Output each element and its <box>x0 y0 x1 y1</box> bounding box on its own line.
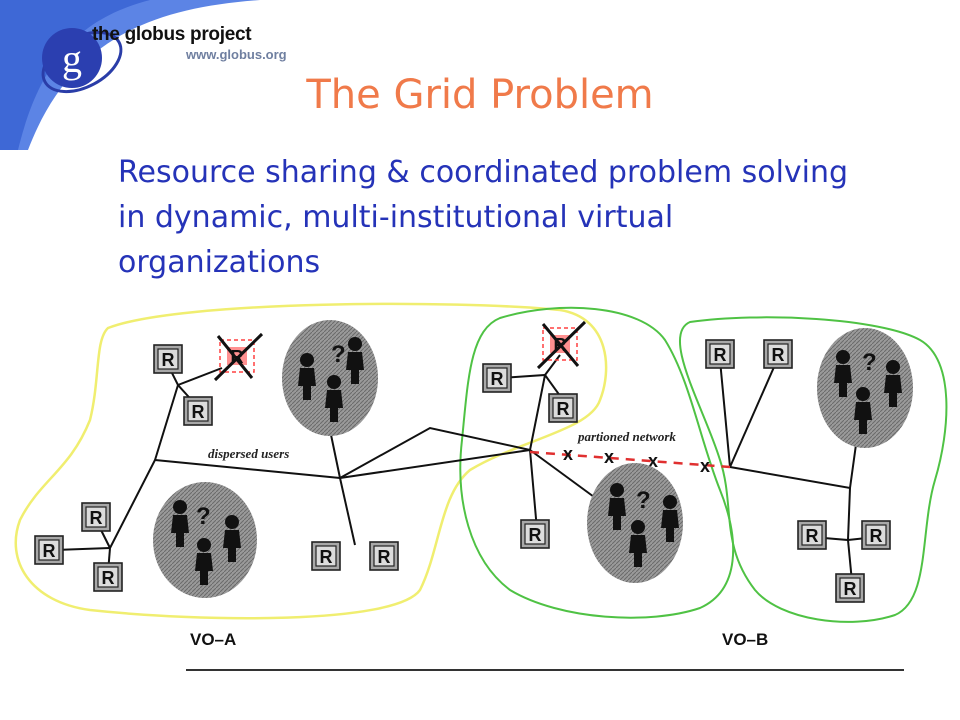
resource-node: R <box>183 396 213 426</box>
logo-url: www.globus.org <box>186 47 287 62</box>
vo-b-left-outline <box>459 306 735 619</box>
question-mark-icon: ? <box>196 503 211 530</box>
resource-label: R <box>772 345 785 365</box>
resource-node: R <box>81 502 111 532</box>
dispersed-users-label: dispersed users <box>208 446 289 461</box>
resource-label: R <box>43 541 56 561</box>
user-group: ? <box>153 482 257 598</box>
resource-node: R <box>311 541 341 571</box>
slide-title: The Grid Problem <box>306 72 654 118</box>
logo-letter: g <box>62 36 82 81</box>
resource-node: R <box>153 344 183 374</box>
footer-divider <box>186 669 904 671</box>
globus-logo-icon: g <box>41 28 123 94</box>
resource-label: R <box>714 345 727 365</box>
vo-a-label: VO–A <box>190 630 236 649</box>
resource-label: R <box>102 568 115 588</box>
resource-node: R <box>835 573 865 603</box>
failed-resource-node: R <box>536 320 587 370</box>
slide-subtitle: Resource sharing & coordinated problem s… <box>118 155 849 280</box>
resource-node: R <box>520 519 550 549</box>
resource-label: R <box>870 526 883 546</box>
logo-name: the globus project <box>92 24 252 45</box>
user-group: ? <box>282 320 378 436</box>
resource-label: R <box>557 399 570 419</box>
resource-label: R <box>378 547 391 567</box>
resource-node: R <box>93 562 123 592</box>
link-break-mark: x <box>604 447 614 467</box>
partitioned-link <box>529 450 731 469</box>
link-break-mark: x <box>700 456 710 476</box>
vo-b-label: VO–B <box>722 630 768 649</box>
partitioned-network-label: partioned network <box>577 429 676 444</box>
user-group: ? <box>817 328 913 448</box>
question-mark-icon: ? <box>636 487 651 514</box>
link-break-mark: x <box>648 451 658 471</box>
vo-b-right-outline <box>679 316 948 623</box>
resource-label: R <box>529 525 542 545</box>
resource-node: R <box>763 339 793 369</box>
question-mark-icon: ? <box>331 341 346 368</box>
resource-node: R <box>861 520 891 550</box>
resource-label: R <box>162 350 175 370</box>
resource-label: R <box>320 547 333 567</box>
resource-label: R <box>491 369 504 389</box>
resource-node: R <box>369 541 399 571</box>
resource-label: R <box>844 579 857 599</box>
resource-label: R <box>806 526 819 546</box>
grid-problem-diagram: x x x x dispersed users partioned networ… <box>14 302 948 649</box>
user-group: ? <box>587 463 683 583</box>
resource-node: R <box>548 393 578 423</box>
resource-node: R <box>34 535 64 565</box>
failed-resource-node: R <box>213 332 264 382</box>
question-mark-icon: ? <box>862 349 877 376</box>
vo-a-outline <box>14 302 608 620</box>
resource-node: R <box>482 363 512 393</box>
resource-node: R <box>705 339 735 369</box>
resource-label: R <box>90 508 103 528</box>
resource-label: R <box>192 402 205 422</box>
resource-node: R <box>797 520 827 550</box>
link-break-mark: x <box>563 444 573 464</box>
